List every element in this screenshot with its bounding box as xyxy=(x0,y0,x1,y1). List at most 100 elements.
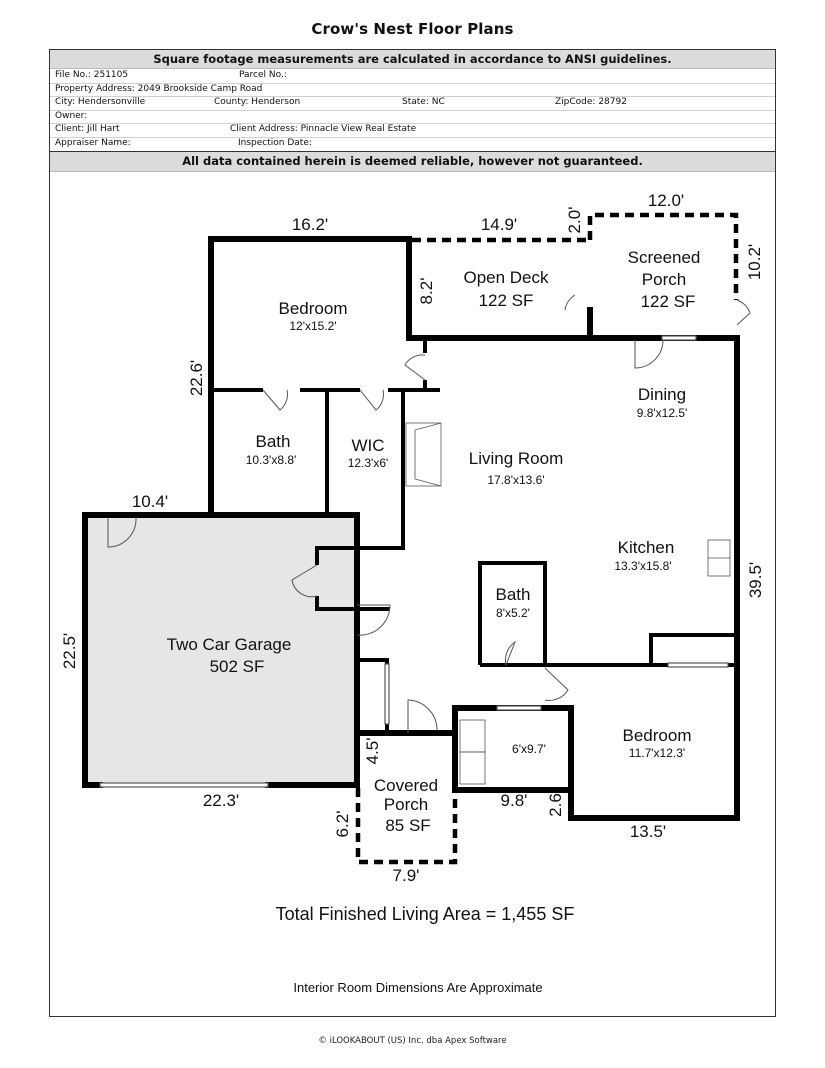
wall-garage-left xyxy=(82,512,103,788)
dimension-label: 2.0' xyxy=(565,207,584,234)
dashed-walls xyxy=(355,212,739,865)
dimension-label: 22.3' xyxy=(203,791,239,810)
windows xyxy=(99,335,729,788)
door-icon xyxy=(359,389,384,411)
row-address: Property Address: 2049 Brookside Camp Ro… xyxy=(50,83,775,97)
dimension-label: 8.2' xyxy=(417,278,436,305)
door-icon xyxy=(107,517,137,548)
room-name: Bedroom xyxy=(623,726,692,745)
dimension-label: 14.9' xyxy=(481,215,517,234)
door-icon xyxy=(407,699,438,733)
covered-porch-edge xyxy=(355,788,458,865)
page-title: Crow's Nest Floor Plans xyxy=(311,20,514,38)
exterior-walls xyxy=(82,236,740,821)
total-living-area: Total Finished Living Area = 1,455 SF xyxy=(276,904,575,924)
dimension-label: 7.9' xyxy=(393,866,420,885)
row-file: File No.: 251105 Parcel No.: xyxy=(50,69,775,84)
interior-walls xyxy=(211,338,737,733)
room-size: 12.3'x6' xyxy=(348,456,389,470)
state: State: NC xyxy=(402,97,445,107)
wall-garage-top xyxy=(82,512,360,788)
door-icon xyxy=(404,354,426,381)
room-size: 12'x15.2' xyxy=(289,319,336,333)
dimension-label: 22.6' xyxy=(187,360,206,396)
copyright: © iLOOKABOUT (US) Inc. dba Apex Software xyxy=(318,1036,507,1046)
room-size: 17.8'x13.6' xyxy=(487,473,544,487)
room-size: 6'x9.7' xyxy=(512,742,546,756)
room-name: Kitchen xyxy=(618,538,675,557)
inspection-date: Inspection Date: xyxy=(238,137,312,148)
property-address: Property Address: 2049 Brookside Camp Ro… xyxy=(55,83,263,94)
garage-door-icon xyxy=(99,782,269,788)
room-size: 9.8'x12.5' xyxy=(637,406,688,420)
room-name: Open Deck xyxy=(463,268,549,287)
owner: Owner: xyxy=(55,110,88,121)
dimension-label: 10.2' xyxy=(745,244,764,280)
fireplace-icon xyxy=(405,422,442,487)
room-size: 502 SF xyxy=(210,657,265,676)
garage-area xyxy=(85,515,357,785)
county: County: Henderson xyxy=(214,97,301,107)
porch-edge xyxy=(587,212,739,300)
file-no: File No.: 251105 xyxy=(55,70,129,80)
door-icon xyxy=(291,564,318,598)
room-size: 122 SF xyxy=(641,292,696,311)
room-name: Porch xyxy=(384,795,428,814)
door-icon xyxy=(736,299,751,326)
city: City: Hendersonville xyxy=(55,97,146,107)
dimension-label: 13.5' xyxy=(630,822,666,841)
wall-closet xyxy=(315,596,390,611)
room-name: WIC xyxy=(351,436,384,455)
room-name: Living Room xyxy=(469,449,564,468)
door-icon xyxy=(544,667,569,701)
sink-icon xyxy=(707,539,731,577)
room-size: 10.3'x8.8' xyxy=(246,453,297,467)
wall-north xyxy=(208,236,740,803)
room-name: Porch xyxy=(642,270,686,289)
row-appraiser: Appraiser Name: Inspection Date: xyxy=(50,137,775,151)
wall-wic-right xyxy=(315,390,405,565)
wall-hall-closet xyxy=(357,658,389,733)
door-icon xyxy=(262,389,288,411)
wall-closet2 xyxy=(649,633,737,665)
disclaimer: All data contained herein is deemed reli… xyxy=(50,151,775,172)
ansi-notice: Square footage measurements are calculat… xyxy=(50,50,775,69)
row-owner: Owner: xyxy=(50,110,775,124)
slider-icon xyxy=(496,705,542,711)
dimension-label: 4.5' xyxy=(363,738,382,765)
room-size: 13.3'x15.8' xyxy=(614,559,671,573)
dimensions-note: Interior Room Dimensions Are Approximate xyxy=(293,980,542,995)
room-size: 11.7'x12.3' xyxy=(629,746,685,760)
row-city: City: Hendersonville County: Henderson S… xyxy=(50,96,775,111)
room-name: Bath xyxy=(496,585,531,604)
dimension-label: 22.5' xyxy=(60,633,79,669)
wall-bedroom2 xyxy=(568,787,740,821)
room-name: Bedroom xyxy=(279,299,348,318)
room-size: 8'x5.2' xyxy=(496,606,530,620)
doors xyxy=(107,294,751,733)
room-name: Bath xyxy=(256,432,291,451)
room-size: 85 SF xyxy=(385,816,430,835)
room-name: Screened xyxy=(628,248,701,267)
client: Client: Jill Hart xyxy=(55,124,120,134)
row-client: Client: Jill Hart Client Address: Pinnac… xyxy=(50,123,775,138)
wall-bath2 xyxy=(478,561,547,667)
dimension-label: 12.0' xyxy=(648,191,684,210)
room-name: Two Car Garage xyxy=(167,635,292,654)
parcel-no: Parcel No.: xyxy=(239,70,287,80)
dimension-label: 39.5' xyxy=(746,562,765,598)
dimension-label: 9.8' xyxy=(501,791,528,810)
door-icon xyxy=(504,640,517,666)
dimension-label: 16.2' xyxy=(292,215,328,234)
room-name: Dining xyxy=(638,385,686,404)
slider-icon xyxy=(384,663,390,725)
dimension-label: 6.2' xyxy=(333,811,352,838)
appraiser-name: Appraiser Name: xyxy=(55,137,131,148)
dimension-label: 2.6 xyxy=(546,793,565,817)
zipcode: ZipCode: 28792 xyxy=(555,97,627,107)
door-icon xyxy=(564,294,576,311)
room-size: 122 SF xyxy=(479,291,534,310)
slider-icon xyxy=(667,662,729,668)
door-icon xyxy=(634,339,664,369)
